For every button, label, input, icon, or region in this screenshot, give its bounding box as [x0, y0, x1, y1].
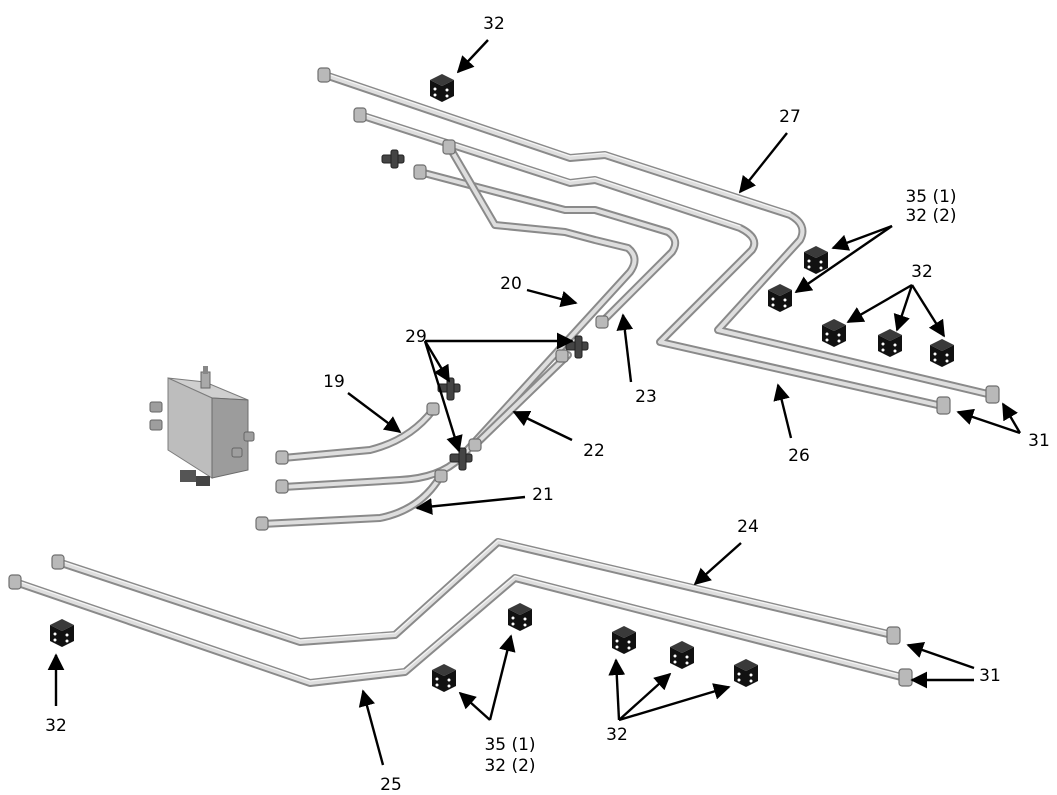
tube-19: [279, 406, 437, 462]
tee-fitting-icon: [449, 447, 473, 471]
hydraulic-valve-block: [149, 366, 255, 486]
clamp-block-icon: [50, 619, 74, 647]
tube-25: [11, 574, 909, 687]
tube-21: [258, 473, 444, 528]
callout-31-upper: 31: [1028, 431, 1050, 451]
clamp-block-icon: [804, 246, 828, 274]
callout-22: 22: [583, 441, 605, 461]
callout-21: 21: [532, 485, 554, 505]
callout-32-qty: 32 (2): [905, 206, 956, 226]
clamp-block-icon: [508, 603, 532, 631]
callout-35-qty-bottom: 35 (1): [484, 735, 535, 755]
clamp-block-icon: [670, 641, 694, 669]
clamp-block-icon: [768, 284, 792, 312]
clamp-block-icon: [432, 664, 456, 692]
callout-32-bottom: 32: [606, 725, 628, 745]
leader-arrows: [47, 39, 1022, 766]
callout-32-right: 32: [911, 262, 933, 282]
tee-fitting-icon: [437, 377, 461, 401]
callout-27: 27: [779, 107, 801, 127]
callout-31-lower: 31: [979, 666, 1001, 686]
clamp-block-icon: [430, 74, 454, 102]
callout-20: 20: [500, 274, 522, 294]
tube-end-fittings-lower: [8, 554, 913, 687]
clamp-block-icon: [822, 319, 846, 347]
tube-20: [279, 144, 639, 491]
tube-26: [356, 111, 946, 410]
clamp-block-icon: [612, 626, 636, 654]
clamp-block-icon: [734, 659, 758, 687]
callout-26: 26: [788, 446, 810, 466]
callout-24: 24: [737, 517, 759, 537]
tee-fitting-icon: [381, 149, 405, 169]
callout-23: 23: [635, 387, 657, 407]
tube-end-fittings-upper: [255, 67, 609, 531]
clamp-block-icon: [878, 329, 902, 357]
callout-29: 29: [405, 327, 427, 347]
callout-35-qty: 35 (1): [905, 187, 956, 207]
callout-25: 25: [380, 775, 402, 795]
tube-23: [416, 168, 680, 326]
callout-32-top: 32: [483, 14, 505, 34]
callout-32-left: 32: [45, 716, 67, 736]
callout-32-qty-bottom: 32 (2): [484, 756, 535, 776]
tube-end-fittings-31-right: [936, 385, 1000, 415]
callout-19: 19: [323, 372, 345, 392]
tube-24: [54, 538, 896, 646]
tube-27: [321, 71, 996, 399]
clamp-block-icon: [930, 339, 954, 367]
tube-22: [471, 351, 572, 449]
